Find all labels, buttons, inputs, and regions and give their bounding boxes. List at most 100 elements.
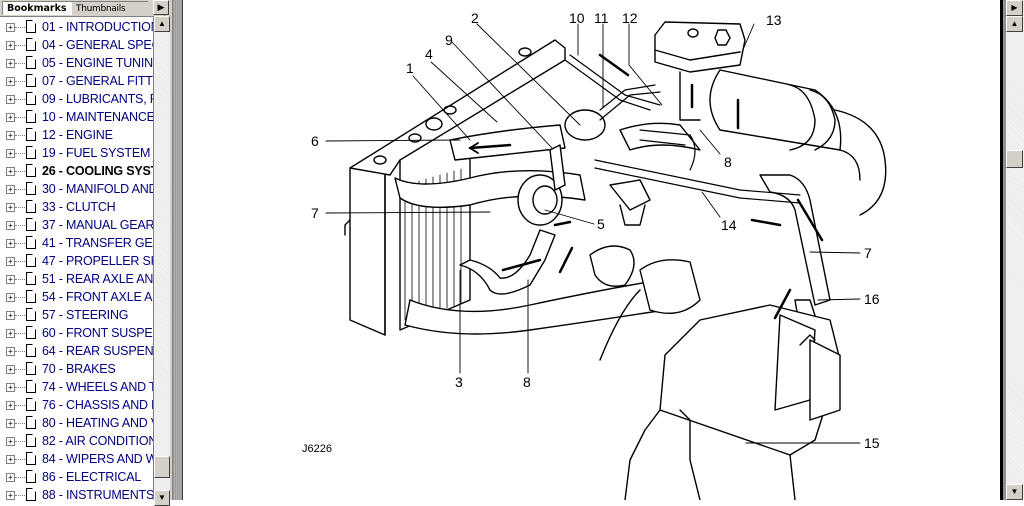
expand-icon[interactable]: + (6, 23, 15, 32)
hoses (394, 122, 831, 335)
expand-icon[interactable]: + (6, 437, 15, 446)
doc-scroll-up-button[interactable]: ▲ (1006, 16, 1023, 32)
callout-16: 16 (864, 291, 880, 307)
page-icon (26, 344, 36, 357)
bookmark-item[interactable]: +41 - TRANSFER GEARBOX (0, 234, 153, 252)
scroll-down-button[interactable]: ▼ (154, 490, 170, 506)
tab-bookmarks[interactable]: Bookmarks (2, 1, 74, 15)
expand-icon[interactable]: + (6, 491, 15, 500)
expand-icon[interactable]: + (6, 401, 15, 410)
bookmark-label: 47 - PROPELLER SHAFTS (42, 254, 153, 268)
callout-12: 12 (622, 10, 638, 26)
bookmark-label: 80 - HEATING AND VENTILATION (42, 416, 153, 430)
tab-thumbnails[interactable]: Thumbnails (72, 1, 148, 15)
expand-icon[interactable]: + (6, 59, 15, 68)
callout-8b: 8 (523, 374, 531, 390)
doc-scrollbar-thumb[interactable] (1006, 150, 1023, 168)
tabs-scroll-right-button[interactable]: ▶ (153, 0, 169, 15)
expand-icon[interactable]: + (6, 239, 15, 248)
expand-icon[interactable]: + (6, 113, 15, 122)
bookmark-item[interactable]: +74 - WHEELS AND TYRES (0, 378, 153, 396)
panel-splitter[interactable] (172, 0, 183, 500)
bookmark-item[interactable]: +70 - BRAKES (0, 360, 153, 378)
bookmark-item[interactable]: +30 - MANIFOLD AND EXHAUST SYSTEM (0, 180, 153, 198)
bookmark-item[interactable]: +64 - REAR SUSPENSION (0, 342, 153, 360)
bookmark-item[interactable]: +37 - MANUAL GEARBOX (0, 216, 153, 234)
bookmark-item[interactable]: +26 - COOLING SYSTEM (0, 162, 153, 180)
bookmark-label: 88 - INSTRUMENTS (42, 488, 153, 501)
tree-connector (15, 423, 25, 424)
bookmark-item[interactable]: +60 - FRONT SUSPENSION (0, 324, 153, 342)
bookmark-item[interactable]: +09 - LUBRICANTS, FLUIDS AND CAPACITIES (0, 90, 153, 108)
page-icon (26, 236, 36, 249)
expand-icon[interactable]: + (6, 131, 15, 140)
expand-icon[interactable]: + (6, 329, 15, 338)
bookmark-item[interactable]: +84 - WIPERS AND WASHERS (0, 450, 153, 468)
bookmark-scrollbar[interactable]: ▲ ▼ (153, 16, 170, 506)
bookmark-item[interactable]: +19 - FUEL SYSTEM (0, 144, 153, 162)
bookmark-item[interactable]: +51 - REAR AXLE AND FINAL DRIVE (0, 270, 153, 288)
doc-tabs-arrow-button[interactable]: ▶ (1006, 0, 1023, 16)
expand-icon[interactable]: + (6, 77, 15, 86)
expand-icon[interactable]: + (6, 203, 15, 212)
expand-icon[interactable]: + (6, 311, 15, 320)
expand-icon[interactable]: + (6, 185, 15, 194)
bookmark-label: 01 - INTRODUCTION (42, 20, 153, 34)
air-cleaner (709, 69, 887, 216)
bookmark-item[interactable]: +10 - MAINTENANCE (0, 108, 153, 126)
bookmarks-panel: Bookmarks Thumbnails ▶ +01 - INTRODUCTIO… (0, 0, 172, 506)
bookmark-label: 57 - STEERING (42, 308, 129, 322)
bookmark-item[interactable]: +01 - INTRODUCTION (0, 18, 153, 36)
page-icon (26, 56, 36, 69)
bookmark-item[interactable]: +88 - INSTRUMENTS (0, 486, 153, 501)
bookmark-item[interactable]: +05 - ENGINE TUNING DATA (0, 54, 153, 72)
expand-icon[interactable]: + (6, 383, 15, 392)
bookmark-item[interactable]: +80 - HEATING AND VENTILATION (0, 414, 153, 432)
bookmark-item[interactable]: +86 - ELECTRICAL (0, 468, 153, 486)
engine-components (589, 179, 651, 361)
document-scrollbar[interactable]: ▶ ▲ ▼ (1006, 0, 1024, 500)
callout-15: 15 (864, 435, 880, 451)
thermostat-housing (517, 109, 606, 226)
bookmark-label: 70 - BRAKES (42, 362, 116, 376)
bookmark-item[interactable]: +04 - GENERAL SPECIFICATION DATA (0, 36, 153, 54)
expand-icon[interactable]: + (6, 419, 15, 428)
expand-icon[interactable]: + (6, 365, 15, 374)
bookmark-item[interactable]: +07 - GENERAL FITTING INSTRUCTIONS (0, 72, 153, 90)
expand-icon[interactable]: + (6, 455, 15, 464)
tree-connector (15, 153, 25, 154)
expand-icon[interactable]: + (6, 221, 15, 230)
bookmark-label: 84 - WIPERS AND WASHERS (42, 452, 153, 466)
arrow-down-icon: ▼ (1010, 487, 1019, 496)
bookmark-item[interactable]: +54 - FRONT AXLE AND FINAL DRIVE (0, 288, 153, 306)
bookmark-label: 76 - CHASSIS AND BODY (42, 398, 153, 412)
doc-scroll-down-button[interactable]: ▼ (1006, 484, 1023, 500)
scrollbar-thumb[interactable] (154, 456, 170, 478)
bookmark-item[interactable]: +76 - CHASSIS AND BODY (0, 396, 153, 414)
expand-icon[interactable]: + (6, 347, 15, 356)
bookmark-item[interactable]: +47 - PROPELLER SHAFTS (0, 252, 153, 270)
expand-icon[interactable]: + (6, 167, 15, 176)
bookmark-item[interactable]: +33 - CLUTCH (0, 198, 153, 216)
tree-connector (15, 63, 25, 64)
bookmark-item[interactable]: +82 - AIR CONDITIONING (0, 432, 153, 450)
expand-icon[interactable]: + (6, 257, 15, 266)
expand-icon[interactable]: + (6, 275, 15, 284)
expand-icon[interactable]: + (6, 41, 15, 50)
bookmark-item[interactable]: +12 - ENGINE (0, 126, 153, 144)
expand-icon[interactable]: + (6, 293, 15, 302)
expand-icon[interactable]: + (6, 149, 15, 158)
expand-icon[interactable]: + (6, 473, 15, 482)
bookmark-label: 51 - REAR AXLE AND FINAL DRIVE (42, 272, 153, 286)
expand-icon[interactable]: + (6, 95, 15, 104)
tree-connector (15, 171, 25, 172)
page-icon (26, 470, 36, 483)
callout-7b: 7 (864, 245, 872, 261)
page-icon (26, 200, 36, 213)
tree-connector (15, 441, 25, 442)
bookmark-item[interactable]: +57 - STEERING (0, 306, 153, 324)
scroll-up-button[interactable]: ▲ (154, 16, 170, 32)
page-icon (26, 488, 36, 501)
cooling-system-diagram: 1 2 3 4 5 6 7 8 9 10 11 12 13 14 7 16 8 … (302, 10, 887, 500)
page-icon (26, 38, 36, 51)
